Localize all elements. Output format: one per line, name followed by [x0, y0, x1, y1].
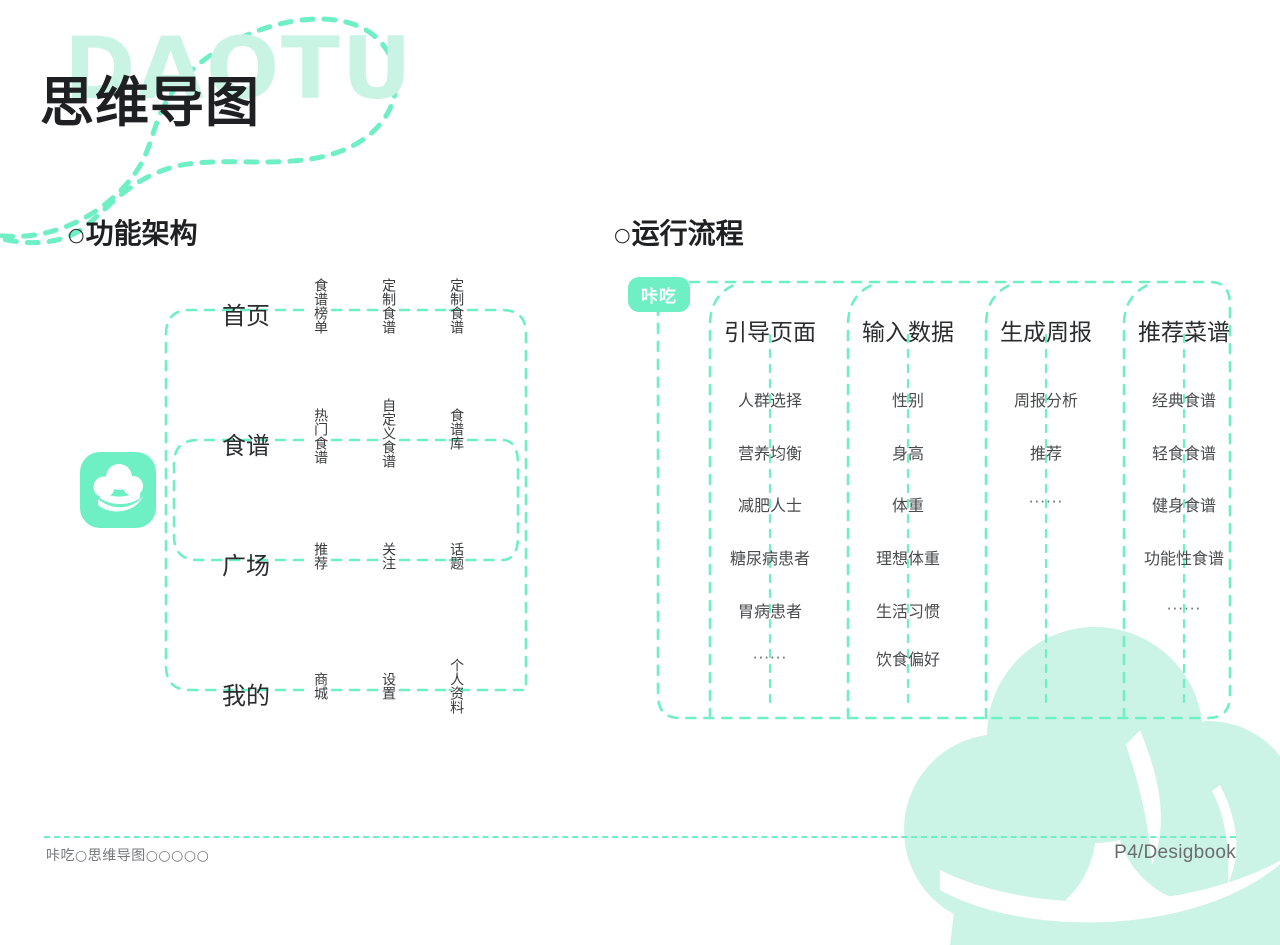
function-architecture-diagram: 首页 食谱榜单 定制食谱 定制食谱 食谱 热门食谱 自定义食谱 食谱库 广场 推…	[150, 270, 550, 720]
flow-column-head[interactable]: 引导页面	[724, 320, 816, 346]
arch-leaf[interactable]: 自定义食谱	[380, 398, 397, 468]
flow-item[interactable]: 理想体重	[875, 549, 941, 568]
arch-leaf[interactable]: 定制食谱	[448, 278, 465, 334]
title-text: 思维导图	[40, 71, 260, 134]
arch-leaf[interactable]: 设置	[380, 672, 397, 700]
flow-item[interactable]: 营养均衡	[737, 444, 803, 463]
flow-item[interactable]: 糖尿病患者	[729, 549, 811, 568]
flow-item[interactable]: 人群选择	[737, 391, 803, 410]
slide-canvas: DAOTU 思维导图 ○功能架构 ○运行流程	[0, 16, 1280, 945]
arch-leaf[interactable]: 个人资料	[448, 658, 465, 714]
heading-bullet-icon: ○	[68, 224, 85, 246]
heading-label: 功能架构	[85, 217, 198, 250]
flow-item[interactable]: 饮食偏好	[875, 650, 941, 669]
flow-item[interactable]: 胃病患者	[737, 602, 803, 621]
arch-leaf[interactable]: 关注	[380, 542, 397, 570]
flow-item[interactable]: 周报分析	[1013, 391, 1079, 410]
flow-item-ellipsis: ······	[752, 649, 788, 667]
flow-item[interactable]: 减肥人士	[737, 496, 803, 515]
function-architecture-connectors	[256, 308, 448, 692]
section-heading-function-architecture: ○功能架构	[68, 212, 198, 252]
footer-divider	[44, 836, 1236, 838]
operation-flow-diagram: 咔吃 引导页面 人群选择 营养均衡 减肥人士 糖尿病患者	[628, 265, 1250, 735]
heading-label: 运行流程	[631, 217, 744, 250]
flow-item[interactable]: 性别	[891, 391, 925, 410]
arch-row-label[interactable]: 广场	[222, 552, 270, 580]
arch-leaf[interactable]: 食谱榜单	[312, 278, 329, 334]
arch-leaf[interactable]: 话题	[448, 542, 465, 570]
flow-item[interactable]: 功能性食谱	[1143, 549, 1225, 568]
arch-row-label[interactable]: 食谱	[222, 432, 270, 460]
chef-hat-icon	[93, 464, 143, 512]
arch-leaf[interactable]: 食谱库	[448, 408, 465, 450]
flow-item[interactable]: 体重	[891, 496, 925, 515]
arch-leaf[interactable]: 热门食谱	[312, 408, 329, 464]
footer-page-label: P4/Desigbook	[1114, 842, 1236, 863]
flow-item[interactable]: 健身食谱	[1151, 496, 1217, 515]
arch-leaf[interactable]: 推荐	[312, 542, 329, 570]
flow-item[interactable]: 经典食谱	[1151, 391, 1217, 410]
function-architecture-brackets	[164, 308, 528, 692]
flow-item-ellipsis: ······	[1028, 493, 1064, 511]
arch-row-label[interactable]: 我的	[222, 682, 270, 710]
app-badge: 咔吃	[628, 277, 690, 312]
arch-leaf[interactable]: 定制食谱	[380, 278, 397, 334]
app-icon	[80, 452, 156, 528]
flow-column-head[interactable]: 生成周报	[1000, 320, 1092, 346]
footer-left-text: 咔吃○思维导图○○○○○	[46, 848, 210, 864]
arch-leaf[interactable]: 商城	[312, 672, 329, 700]
flow-column-head[interactable]: 输入数据	[862, 320, 954, 346]
flow-item[interactable]: 身高	[891, 444, 925, 463]
title-watermark-text: DAOTU	[64, 19, 414, 119]
heading-bullet-icon: ○	[614, 224, 631, 246]
arch-row-label[interactable]: 首页	[222, 302, 270, 330]
section-heading-operation-flow: ○运行流程	[614, 212, 744, 252]
flow-item[interactable]: 轻食食谱	[1151, 444, 1217, 463]
flow-item-ellipsis: ······	[1166, 600, 1202, 618]
flow-item[interactable]: 推荐	[1029, 444, 1063, 463]
flow-column-head[interactable]: 推荐菜谱	[1138, 320, 1230, 346]
flow-item[interactable]: 生活习惯	[875, 602, 941, 621]
